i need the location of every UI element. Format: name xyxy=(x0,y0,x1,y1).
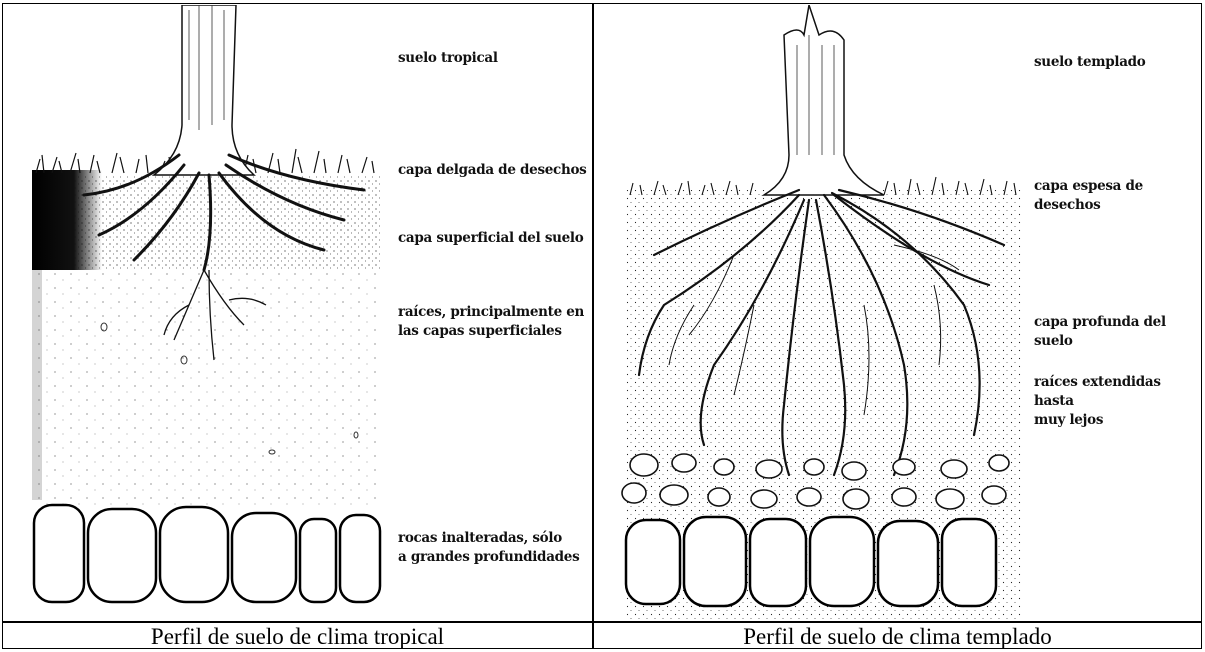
label-topsoil: capa superficial del suelo xyxy=(398,229,583,248)
caption-temperate: Perfil de suelo de clima templado xyxy=(594,624,1201,650)
caption-tropical: Perfil de suelo de clima tropical xyxy=(4,624,591,650)
tropical-panel: suelo tropical capa delgada de desechos … xyxy=(4,5,591,620)
label-thick-litter: capa espesa de desechos xyxy=(1034,177,1201,215)
label-tropical-soil: suelo tropical xyxy=(398,49,498,68)
label-temperate-soil: suelo templado xyxy=(1034,53,1146,72)
label-shallow-roots: raíces, principalmente en las capas supe… xyxy=(398,303,584,341)
label-thin-litter: capa delgada de desechos xyxy=(398,161,586,180)
temperate-panel: suelo templado capa espesa de desechos c… xyxy=(594,5,1201,620)
label-extended-roots: raíces extendidas hasta muy lejos xyxy=(1034,373,1201,430)
label-unaltered-rocks: rocas inalteradas, sólo a grandes profun… xyxy=(398,529,579,567)
label-deep-soil: capa profunda del suelo xyxy=(1034,313,1201,351)
caption-divider xyxy=(2,621,1202,623)
